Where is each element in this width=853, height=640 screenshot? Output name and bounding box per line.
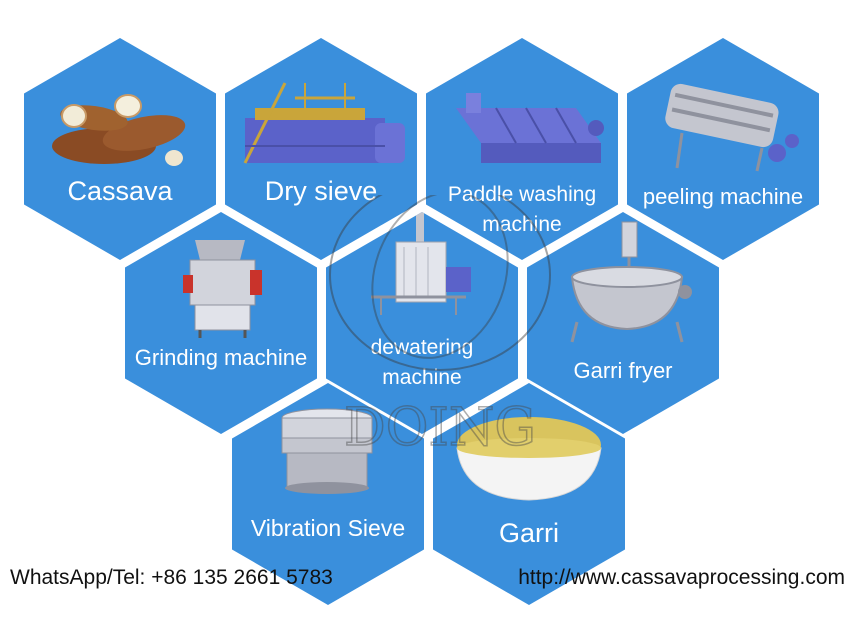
tile-label-dry-sieve: Dry sieve [264, 176, 378, 206]
vibration-sieve-icon [281, 408, 373, 494]
tile-peeling: peeling machine [627, 38, 819, 260]
garri-fryer-icon [570, 221, 692, 343]
tile-label-vibration-sieve: Vibration Sieve [250, 515, 406, 541]
tile-label-dewatering-line1: dewatering [370, 336, 474, 359]
tile-label-paddle-washing-line2: machine [482, 213, 562, 237]
garri-bowl-icon [456, 417, 602, 501]
contact-phone: WhatsApp/Tel: +86 135 2661 5783 [10, 566, 333, 589]
dewatering-press-icon [371, 212, 471, 315]
paddle-washer-icon [456, 93, 604, 163]
peeling-machine-icon [665, 83, 799, 172]
tile-label-paddle-washing: Paddle washing machine [426, 183, 618, 237]
tile-grinding: Grinding machine [125, 212, 317, 434]
tile-label-peeling: peeling machine [642, 184, 804, 209]
tile-dry-sieve: Dry sieve [225, 38, 417, 260]
grinding-machine-icon [183, 240, 262, 338]
tile-dewatering: dewatering machine [326, 212, 518, 434]
website-url[interactable]: http://www.cassavaprocessing.com [518, 566, 845, 589]
cassava-roots-icon [52, 94, 186, 166]
tile-label-paddle-washing-line1: Paddle washing [447, 183, 597, 206]
tile-vibration-sieve: Vibration Sieve [232, 383, 424, 605]
tile-label-grinding: Grinding machine [134, 345, 308, 370]
tile-label-garri-fryer: Garri fryer [573, 358, 673, 383]
tile-label-cassava: Cassava [67, 176, 173, 206]
dry-sieve-machine-icon [243, 82, 405, 164]
tile-garri: Garri [433, 383, 625, 605]
tile-label-dewatering: dewatering machine [326, 336, 518, 390]
tile-garri-fryer: Garri fryer [527, 212, 719, 434]
tile-label-garri: Garri [499, 518, 559, 548]
tile-cassava: Cassava [24, 38, 216, 260]
tile-label-dewatering-line2: machine [382, 366, 462, 390]
tile-paddle-washing: Paddle washing machine [426, 38, 618, 260]
